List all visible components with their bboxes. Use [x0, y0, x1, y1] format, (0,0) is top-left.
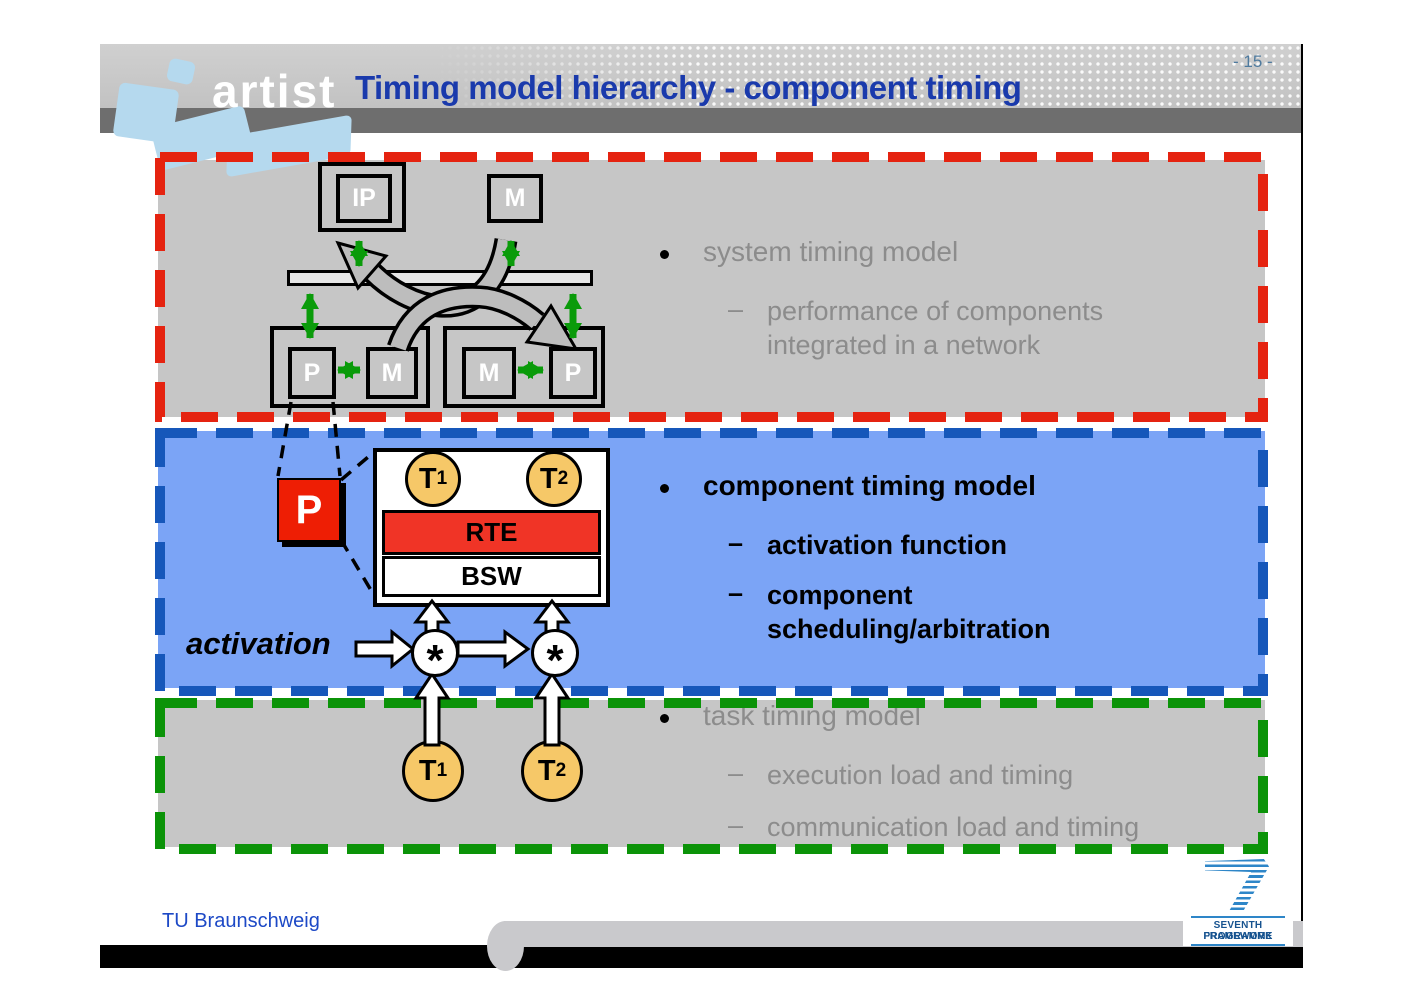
sub-bullet-dash: –: [728, 294, 744, 324]
task-label: T: [537, 754, 556, 787]
memory-box-right: M: [462, 347, 516, 399]
task-sub-bullet-2: communication load and timing: [767, 812, 1140, 842]
system-sub-bullet: performance of components integrated in …: [767, 296, 1104, 360]
processor-zoom-box: P: [277, 478, 341, 542]
asterisk-glyph: *: [546, 636, 564, 685]
memory-box-left: M: [366, 347, 418, 399]
artist-logo: artist: [212, 65, 337, 117]
activation-label: activation: [186, 626, 331, 661]
sub-bullet-dash: –: [728, 758, 744, 788]
fp7-seven-icon: [1205, 859, 1269, 913]
task-bullet: task timing model: [703, 700, 921, 731]
component-bullet: component timing model: [703, 470, 1036, 501]
sub-bullet-dash: –: [728, 528, 744, 558]
processor-box-right: P: [549, 347, 597, 399]
activation-star-circle-1: *: [411, 629, 459, 685]
fp7-rule-bottom: [1191, 944, 1285, 946]
sub-bullet-dash: –: [728, 810, 744, 840]
fp7-line1: SEVENTH FRAMEWORK: [1203, 920, 1273, 942]
rte-layer: RTE: [382, 510, 601, 555]
task-label: T: [418, 462, 437, 495]
processor-box-left: P: [288, 347, 336, 399]
bsw-layer: BSW: [382, 556, 601, 597]
asterisk-glyph: *: [426, 636, 444, 685]
task-label-sub: 1: [436, 468, 448, 489]
ip-box: IP: [336, 174, 392, 223]
component-sub-bullet-1: activation function: [767, 530, 1008, 560]
fp7-rule-top: [1191, 916, 1285, 918]
activation-star-circle-2: *: [531, 629, 579, 685]
fp7-logo: SEVENTH FRAMEWORK PROGRAMME: [1183, 856, 1293, 946]
header-dot-pattern: [430, 44, 1303, 108]
task-label-sub: 1: [436, 760, 448, 781]
memory-box-top: M: [487, 174, 543, 223]
right-edge-line: [1301, 44, 1303, 968]
institution-label: TU Braunschweig: [162, 910, 320, 932]
footer-black-bar: [100, 945, 1303, 968]
page-number: - 15 -: [1233, 52, 1273, 71]
fp7-line2: PROGRAMME: [1203, 931, 1273, 942]
system-bullet: system timing model: [703, 236, 959, 267]
task-label-sub: 2: [557, 468, 569, 489]
bullet-dot: [660, 250, 669, 259]
slide-title: Timing model hierarchy - component timin…: [355, 69, 1022, 106]
bus-bar: [287, 270, 593, 286]
task-label: T: [418, 754, 437, 787]
footer-gray-band: [504, 921, 1303, 947]
bullet-dot: [660, 714, 669, 723]
task-label-sub: 2: [555, 760, 567, 781]
component-sub-bullet-2: component scheduling/arbitration: [767, 580, 1051, 644]
task-sub-bullet-1: execution load and timing: [767, 760, 1074, 790]
bullet-dot: [660, 484, 669, 493]
sub-bullet-dash: –: [728, 578, 744, 608]
task-label: T: [539, 462, 558, 495]
